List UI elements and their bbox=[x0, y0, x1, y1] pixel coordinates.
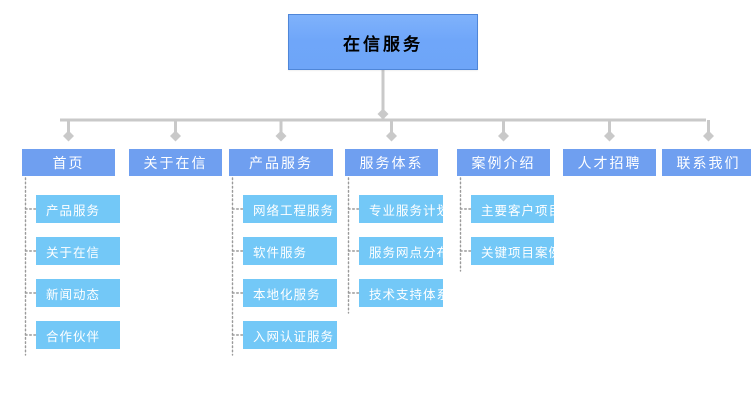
branch-node-0[interactable]: 首页 bbox=[22, 149, 115, 176]
child-node-3-2[interactable]: 技术支持体系 bbox=[359, 279, 449, 307]
child-node-2-1[interactable]: 软件服务 bbox=[243, 237, 337, 265]
child-node-3-1[interactable]: 服务网点分布 bbox=[359, 237, 449, 265]
child-node-2-2[interactable]: 本地化服务 bbox=[243, 279, 337, 307]
branch-node-1[interactable]: 关于在信 bbox=[129, 149, 222, 176]
child-node-2-3[interactable]: 入网认证服务 bbox=[243, 321, 337, 349]
child-node-2-0[interactable]: 网络工程服务 bbox=[243, 195, 337, 223]
child-node-0-3[interactable]: 合作伙伴 bbox=[36, 321, 120, 349]
child-node-0-0[interactable]: 产品服务 bbox=[36, 195, 120, 223]
branch-node-6[interactable]: 联系我们 bbox=[662, 149, 751, 176]
child-node-0-2[interactable]: 新闻动态 bbox=[36, 279, 120, 307]
child-node-0-1[interactable]: 关于在信 bbox=[36, 237, 120, 265]
branch-node-5[interactable]: 人才招聘 bbox=[563, 149, 656, 176]
root-node[interactable]: 在信服务 bbox=[288, 14, 478, 70]
child-node-4-1[interactable]: 关键项目案例介绍 bbox=[471, 237, 588, 265]
branch-node-3[interactable]: 服务体系 bbox=[345, 149, 438, 176]
child-node-3-0[interactable]: 专业服务计划 bbox=[359, 195, 449, 223]
child-node-4-0[interactable]: 主要客户项目 bbox=[471, 195, 561, 223]
branch-node-2[interactable]: 产品服务 bbox=[229, 149, 333, 176]
branch-node-4[interactable]: 案例介绍 bbox=[457, 149, 550, 176]
